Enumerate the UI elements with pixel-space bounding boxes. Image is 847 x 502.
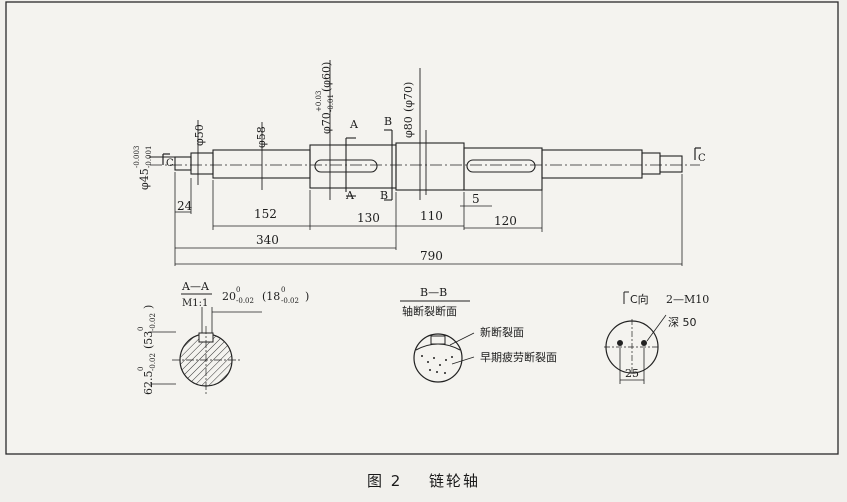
dim-phi58: φ58 <box>255 126 268 148</box>
drawing-frame <box>5 1 839 455</box>
keyway-right <box>466 159 536 173</box>
dim-phi45-base: φ45 <box>138 168 151 190</box>
section-aa-width-alt-tol-lower: -0.02 <box>281 297 299 305</box>
dim-phi45: φ45 -0.003 -0.001 <box>133 146 153 190</box>
shaft-outline <box>174 142 683 191</box>
section-aa-width-tol-lower: -0.02 <box>236 297 254 305</box>
section-aa-title: A—A <box>181 280 210 293</box>
dim-phi70-base: φ70 <box>320 112 333 134</box>
section-aa-depth-alt-tol-lower: -0.02 <box>149 313 157 331</box>
label-b-bottom: B <box>380 189 388 202</box>
caption-figure-number: 图 2 <box>366 472 403 490</box>
dim-790: 790 <box>420 249 443 263</box>
section-bb-label-new: 新断裂面 <box>480 325 524 339</box>
dim-phi45-tol-upper: -0.003 <box>133 146 141 168</box>
section-aa-width-alt-base: (18 <box>262 290 280 303</box>
section-cut-lines <box>345 129 393 201</box>
view-c-spacing: 25 <box>625 367 639 380</box>
section-c-markers <box>162 147 701 165</box>
section-aa-depth-tol-upper: 0 <box>137 367 145 371</box>
section-aa-depth-alt-close: ) <box>142 305 155 309</box>
dim-phi70-tol-lower: -0.01 <box>327 94 335 112</box>
section-aa-width-tol-upper: 0 <box>236 286 240 294</box>
dim-130: 130 <box>357 211 380 225</box>
section-bb-subtitle: 轴断裂断面 <box>402 304 457 318</box>
dim-152: 152 <box>254 207 277 221</box>
dim-phi70: φ70 +0.03 -0.01 (φ60) <box>315 62 335 134</box>
label-b-top: B <box>384 115 392 128</box>
section-aa-depth-base: 62.5 <box>142 371 155 396</box>
label-c-left: C <box>166 158 174 169</box>
view-c-thread: 2—M10 <box>666 293 709 306</box>
section-bb-label-fatigue: 早期疲劳断裂面 <box>480 350 557 364</box>
section-aa-width-base: 20 <box>222 290 236 303</box>
figure-caption: 图 2 链轮轴 <box>0 470 847 491</box>
label-a-top: A <box>349 118 359 131</box>
dim-phi80-base: φ80 <box>402 116 415 138</box>
dim-phi80: φ80 (φ70) <box>402 82 415 138</box>
section-aa-depth: 62.5 0 -0.02 (53 0 -0.02 ) <box>137 305 157 395</box>
dim-5: 5 <box>472 192 480 206</box>
section-aa-view: A—A M1:1 20 0 -0.02 (18 0 -0.02 ) 62.5 0… <box>137 280 309 395</box>
dim-phi70-alt: (φ60) <box>320 62 333 92</box>
dim-340: 340 <box>256 233 279 247</box>
dim-phi70-tol-upper: +0.03 <box>315 91 323 112</box>
dim-110: 110 <box>420 209 443 223</box>
length-dimension-lines <box>174 172 683 266</box>
section-aa-depth-tol-lower: -0.02 <box>149 353 157 371</box>
view-c: C向 2—M10 深 50 25 <box>604 291 709 384</box>
section-bb-title: B—B <box>420 286 447 299</box>
dim-phi50: φ50 <box>193 124 206 146</box>
dim-phi80-alt: (φ70) <box>402 82 415 112</box>
view-c-depth: 深 50 <box>668 316 697 329</box>
diameter-leaders <box>149 60 427 200</box>
section-aa-width-alt-close: ) <box>305 290 309 303</box>
dim-120: 120 <box>494 214 517 228</box>
dim-phi45-tol-lower: -0.001 <box>145 146 153 168</box>
dim-24: 24 <box>177 199 193 213</box>
view-c-title: C向 <box>630 292 649 306</box>
label-c-right: C <box>698 153 706 164</box>
caption-title: 链轮轴 <box>429 472 481 490</box>
section-aa-depth-alt-tol-upper: 0 <box>137 327 145 331</box>
section-aa-width-alt-tol-upper: 0 <box>281 286 285 294</box>
section-bb-circle <box>413 333 463 383</box>
section-aa-depth-alt-base: (53 <box>142 331 155 349</box>
label-a-bottom: A <box>345 189 355 202</box>
section-bb-view: B—B 轴断裂断面 新断裂面 早期疲劳断裂面 <box>400 286 557 383</box>
section-aa-scale: M1:1 <box>182 298 208 309</box>
